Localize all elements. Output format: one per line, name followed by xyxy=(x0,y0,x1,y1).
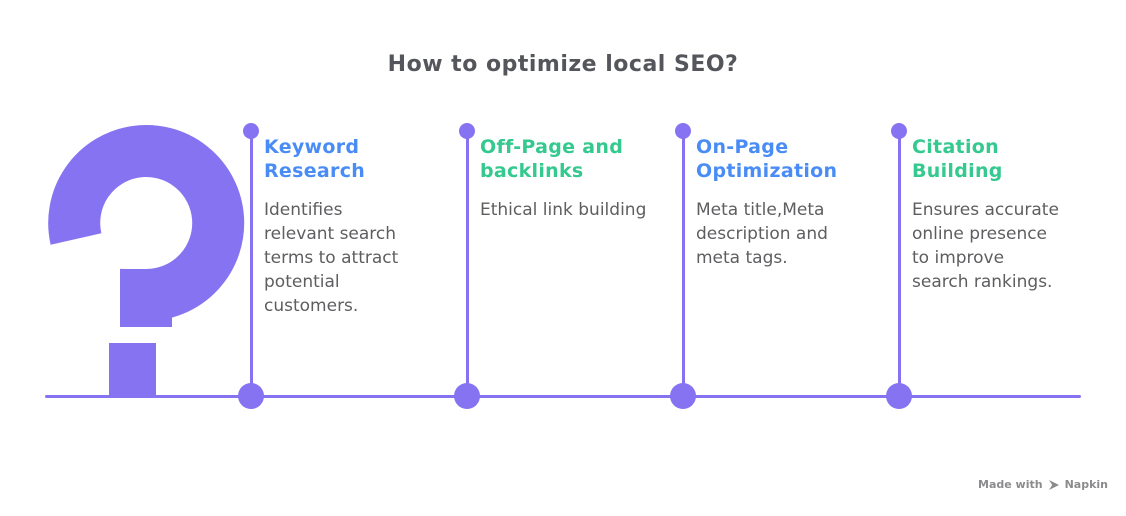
connector-line xyxy=(249,131,253,396)
timeline-node-top xyxy=(243,123,259,139)
column-text: Keyword Research Identifies relevant sea… xyxy=(264,135,460,318)
connector-line xyxy=(681,131,685,396)
timeline-axis xyxy=(45,395,1081,398)
timeline-node-bottom xyxy=(454,383,480,409)
column-body: Ensures accurate online presence to impr… xyxy=(912,200,1059,292)
column-heading: Keyword Research xyxy=(264,136,366,182)
column-text: Citation Building Ensures accurate onlin… xyxy=(912,135,1108,294)
column-body: Meta title,Meta description and meta tag… xyxy=(696,200,828,268)
timeline-node-bottom xyxy=(238,383,264,409)
column-heading: Citation Building xyxy=(912,136,1003,182)
timeline-node-bottom xyxy=(886,383,912,409)
column-body: Ethical link building xyxy=(480,200,647,220)
diagram-title: How to optimize local SEO? xyxy=(387,52,739,77)
column-heading: Off-Page and backlinks xyxy=(480,136,624,182)
napkin-logo-icon xyxy=(1048,479,1060,491)
timeline-node-top xyxy=(459,123,475,139)
column-text: On-Page Optimization Meta title,Meta des… xyxy=(696,135,892,270)
brand-label: Napkin xyxy=(1064,478,1108,491)
made-with-label: Made with xyxy=(978,478,1043,491)
connector-line xyxy=(897,131,901,396)
timeline-node-top xyxy=(891,123,907,139)
question-mark-graphic xyxy=(48,125,245,396)
made-with-napkin-credit: Made with Napkin xyxy=(978,478,1108,491)
column-text: Off-Page and backlinks Ethical link buil… xyxy=(480,135,676,222)
column-body: Identifies relevant search terms to attr… xyxy=(264,200,399,316)
column-heading: On-Page Optimization xyxy=(696,136,838,182)
timeline-node-top xyxy=(675,123,691,139)
connector-line xyxy=(465,131,469,396)
timeline-node-bottom xyxy=(670,383,696,409)
